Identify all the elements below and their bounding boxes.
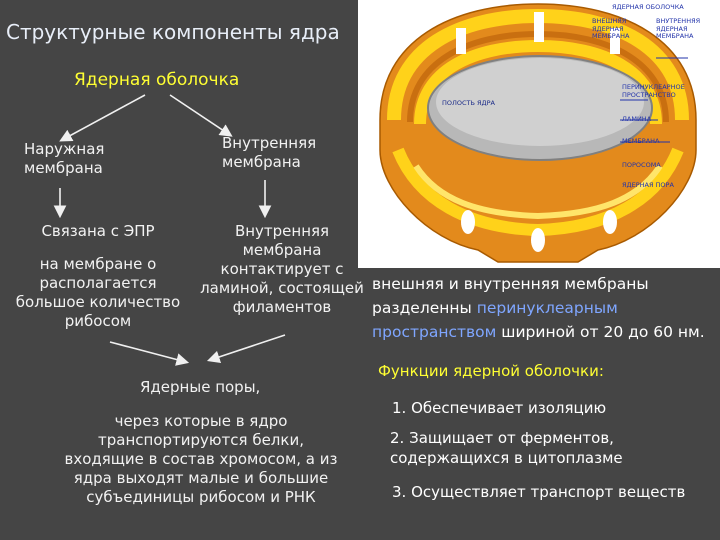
pores-description: через которые в ядро транспортируются бе… [48, 412, 354, 507]
arrow-to-inner [170, 95, 230, 135]
label-outer-membrane: ВНЕШНЯЯ ЯДЕРНАЯ МЕМБРАНА [592, 18, 629, 41]
inner-membrane-label: Внутренняя мембрана [222, 134, 316, 172]
outer-membrane-label: Наружная мембрана [24, 140, 104, 178]
function-item-1: 1. Обеспечивает изоляцию [392, 398, 606, 418]
arrow-to-outer [62, 95, 145, 140]
function-item-3: 3. Осуществляет транспорт веществ [392, 482, 685, 502]
membranes-description: внешняя и внутренняя мембраны разделенны… [372, 272, 705, 344]
function-item-2: 2. Защищает от ферментов, содержащихся в… [390, 428, 623, 468]
arrow-outer-to-pores [110, 342, 186, 362]
inner-membrane-description: Внутренняя мембрана контактирует с ламин… [194, 222, 370, 317]
nuclear-envelope-illustration: ЯДЕРНАЯ ОБОЛОЧКА ВНЕШНЯЯ ЯДЕРНАЯ МЕМБРАН… [358, 0, 720, 268]
label-pore-complex: ПОРОСОМА [622, 162, 661, 170]
label-cavity: ПОЛОСТЬ ЯДРА [442, 100, 495, 108]
arrow-inner-to-pores [210, 335, 285, 360]
label-perinuclear: ПЕРИНУКЛЕАРНОЕ ПРОСТРАНСТВО [622, 84, 685, 99]
outer-membrane-description: Связана с ЭПР на мембране о располагаетс… [0, 222, 196, 331]
label-envelope: ЯДЕРНАЯ ОБОЛОЧКА [612, 4, 684, 12]
label-lamina: ЛАМИНА [622, 116, 651, 124]
pores-title: Ядерные поры, [140, 378, 260, 397]
label-membrane: МЕМБРАНА [622, 138, 659, 146]
label-inner-membrane: ВНУТРЕННЯЯ ЯДЕРНАЯ МЕМБРАНА [656, 18, 700, 41]
label-pore: ЯДЕРНАЯ ПОРА [622, 182, 674, 190]
functions-title: Функции ядерной оболочки: [378, 362, 604, 380]
